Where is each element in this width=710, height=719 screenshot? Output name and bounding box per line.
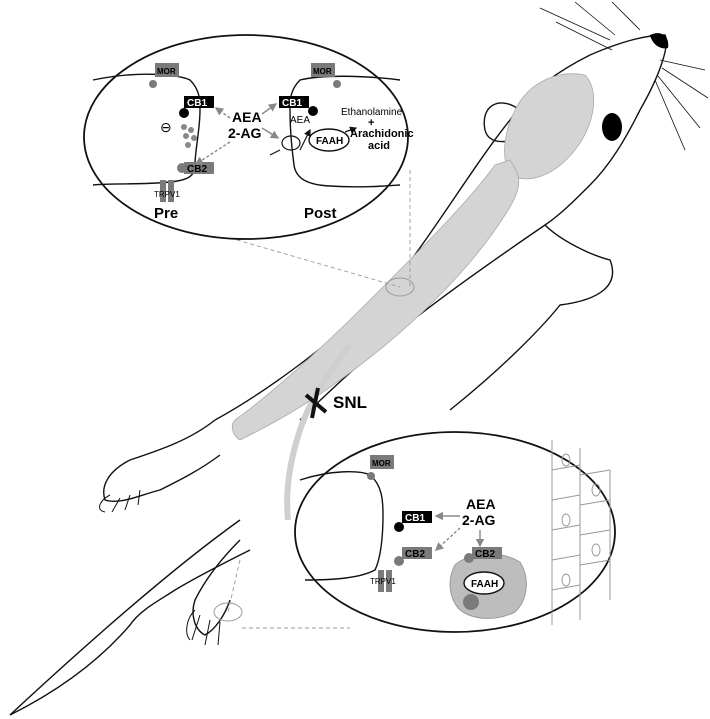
pre-neuron-outline: [92, 73, 201, 186]
mor-post-label: MOR: [313, 67, 332, 76]
trpv1-bottom-label: TRPV1: [370, 577, 396, 586]
aea-post-label: AEA: [290, 115, 310, 126]
trpv1-pre-label: TRPV1: [154, 190, 180, 199]
cell-nucleus: [463, 594, 479, 610]
faah-post-oval: [308, 128, 350, 152]
mor-pre-receptor: [155, 63, 179, 77]
snl-cut-icon: [304, 387, 328, 419]
aea-bottom-label: AEA: [466, 496, 496, 512]
sciatic-nerve: [284, 343, 353, 521]
peripheral-neuron-outline: [299, 471, 384, 581]
cb2-pre-label: CB2: [187, 164, 207, 175]
cb1-bottom-box: [402, 511, 432, 523]
paw-marker: [213, 602, 243, 622]
cb2-cell-box: [472, 547, 502, 559]
acid-label: acid: [368, 140, 390, 152]
mor-bottom-label: MOR: [372, 459, 391, 468]
cb2-cell-label: CB2: [475, 549, 495, 560]
faah-cell-label: FAAH: [471, 579, 498, 590]
transporter-icon: [281, 135, 301, 151]
bottom-inset: MOR CB1 CB2 TRPV1 AEA 2-AG CB2 FAAH: [294, 431, 616, 633]
two-ag-bottom-label: 2-AG: [462, 512, 496, 528]
cb1-post-box: [279, 96, 309, 108]
rat-eye: [602, 113, 622, 141]
cb1-pre-box: [184, 96, 214, 108]
cb1-post-label: CB1: [282, 98, 302, 109]
brain: [504, 73, 595, 180]
rat-belly: [9, 549, 251, 716]
mor-post-receptor: [311, 63, 335, 77]
pre-label: Pre: [154, 205, 178, 222]
vesicles: [181, 124, 197, 148]
cb2-pre-box: [184, 162, 214, 174]
front-paw: [99, 489, 141, 513]
snl-label: SNL: [333, 393, 367, 412]
mor-bottom-receptor: [370, 455, 394, 469]
leader-lines: [227, 170, 411, 629]
mor-pre-label: MOR: [157, 67, 176, 76]
two-ag-label: 2-AG: [228, 125, 262, 141]
rat-nose: [650, 33, 669, 49]
skin-cells: [551, 440, 611, 625]
drg-marker: [385, 277, 415, 297]
post-neuron-outline: [289, 75, 401, 188]
arachidonic-label: Arachidonic: [350, 128, 414, 140]
plus-label: +: [368, 117, 374, 129]
cb2-bottom-label: CB2: [405, 549, 425, 560]
post-label: Post: [304, 205, 337, 222]
cb1-bottom-label: CB1: [405, 513, 425, 524]
faah-cell-oval: [463, 571, 505, 595]
whiskers: [539, 1, 709, 151]
top-inset: MOR MOR CB1 CB1 CB2 TRPV1 ⊖ AEA 2-AG: [83, 34, 414, 240]
rat-front-leg: [103, 419, 221, 502]
rat-tail: [9, 519, 241, 716]
rat-back-leg: [192, 539, 241, 636]
inhibition-icon: ⊖: [160, 119, 172, 135]
cb2-bottom-box: [402, 547, 432, 559]
faah-post-label: FAAH: [316, 136, 343, 147]
cb1-pre-label: CB1: [187, 98, 207, 109]
aea-label: AEA: [232, 109, 262, 125]
rear-paw: [186, 609, 221, 646]
rat-head: [379, 34, 667, 301]
ethanolamine-label: Ethanolamine: [341, 107, 403, 118]
